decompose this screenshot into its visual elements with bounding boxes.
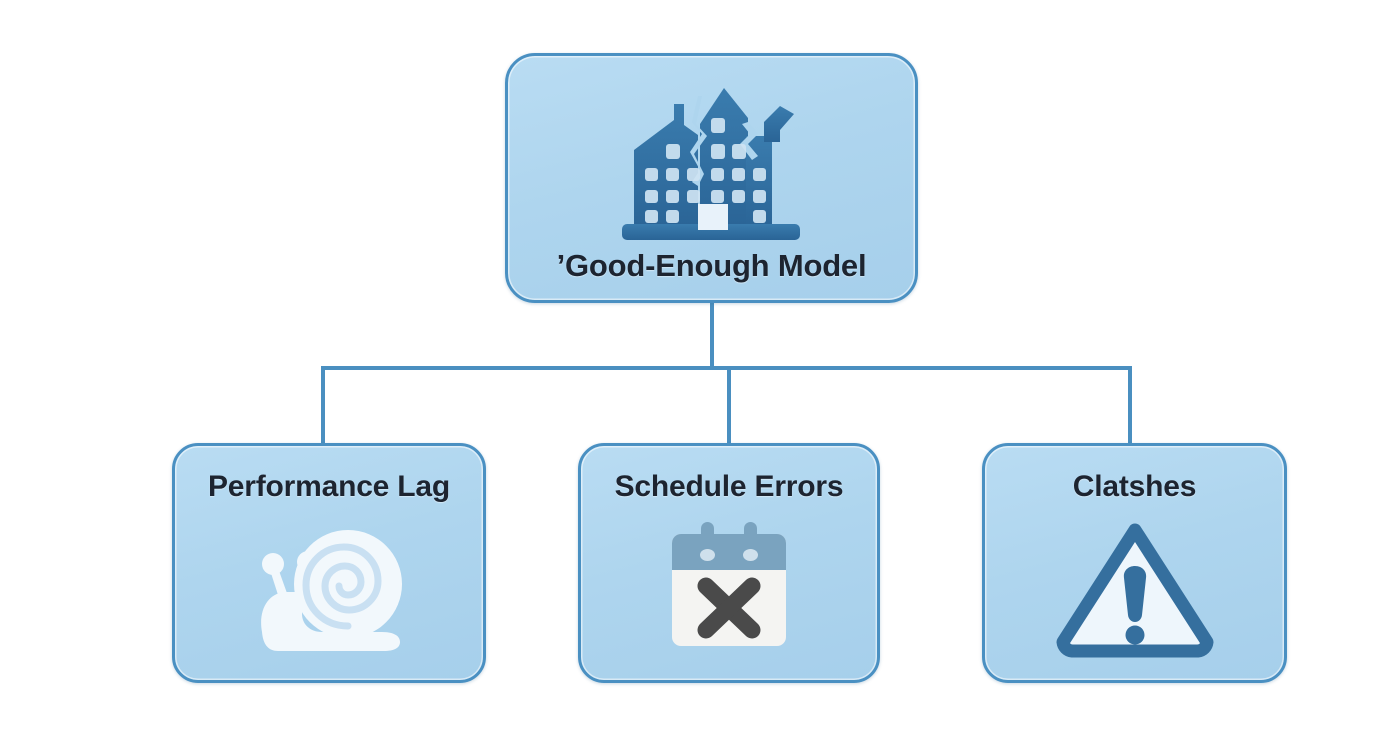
node-performance-lag[interactable]: Performance Lag [172, 443, 486, 683]
cracked-building-icon [612, 78, 812, 246]
snail-icon [244, 514, 414, 659]
calendar-x-icon [644, 514, 814, 659]
node-label-performance-lag: Performance Lag [207, 470, 451, 503]
node-clashes[interactable]: Clatshes [982, 443, 1287, 683]
node-good-enough-model[interactable]: ’Good-Enough Model [505, 53, 918, 303]
warning-triangle-icon [1050, 514, 1220, 659]
node-schedule-errors[interactable]: Schedule Errors [578, 443, 880, 683]
node-label-schedule-errors: Schedule Errors [614, 470, 844, 503]
node-label-clashes: Clatshes [1072, 470, 1197, 503]
node-label-good-enough-model: ’Good-Enough Model [556, 248, 867, 283]
